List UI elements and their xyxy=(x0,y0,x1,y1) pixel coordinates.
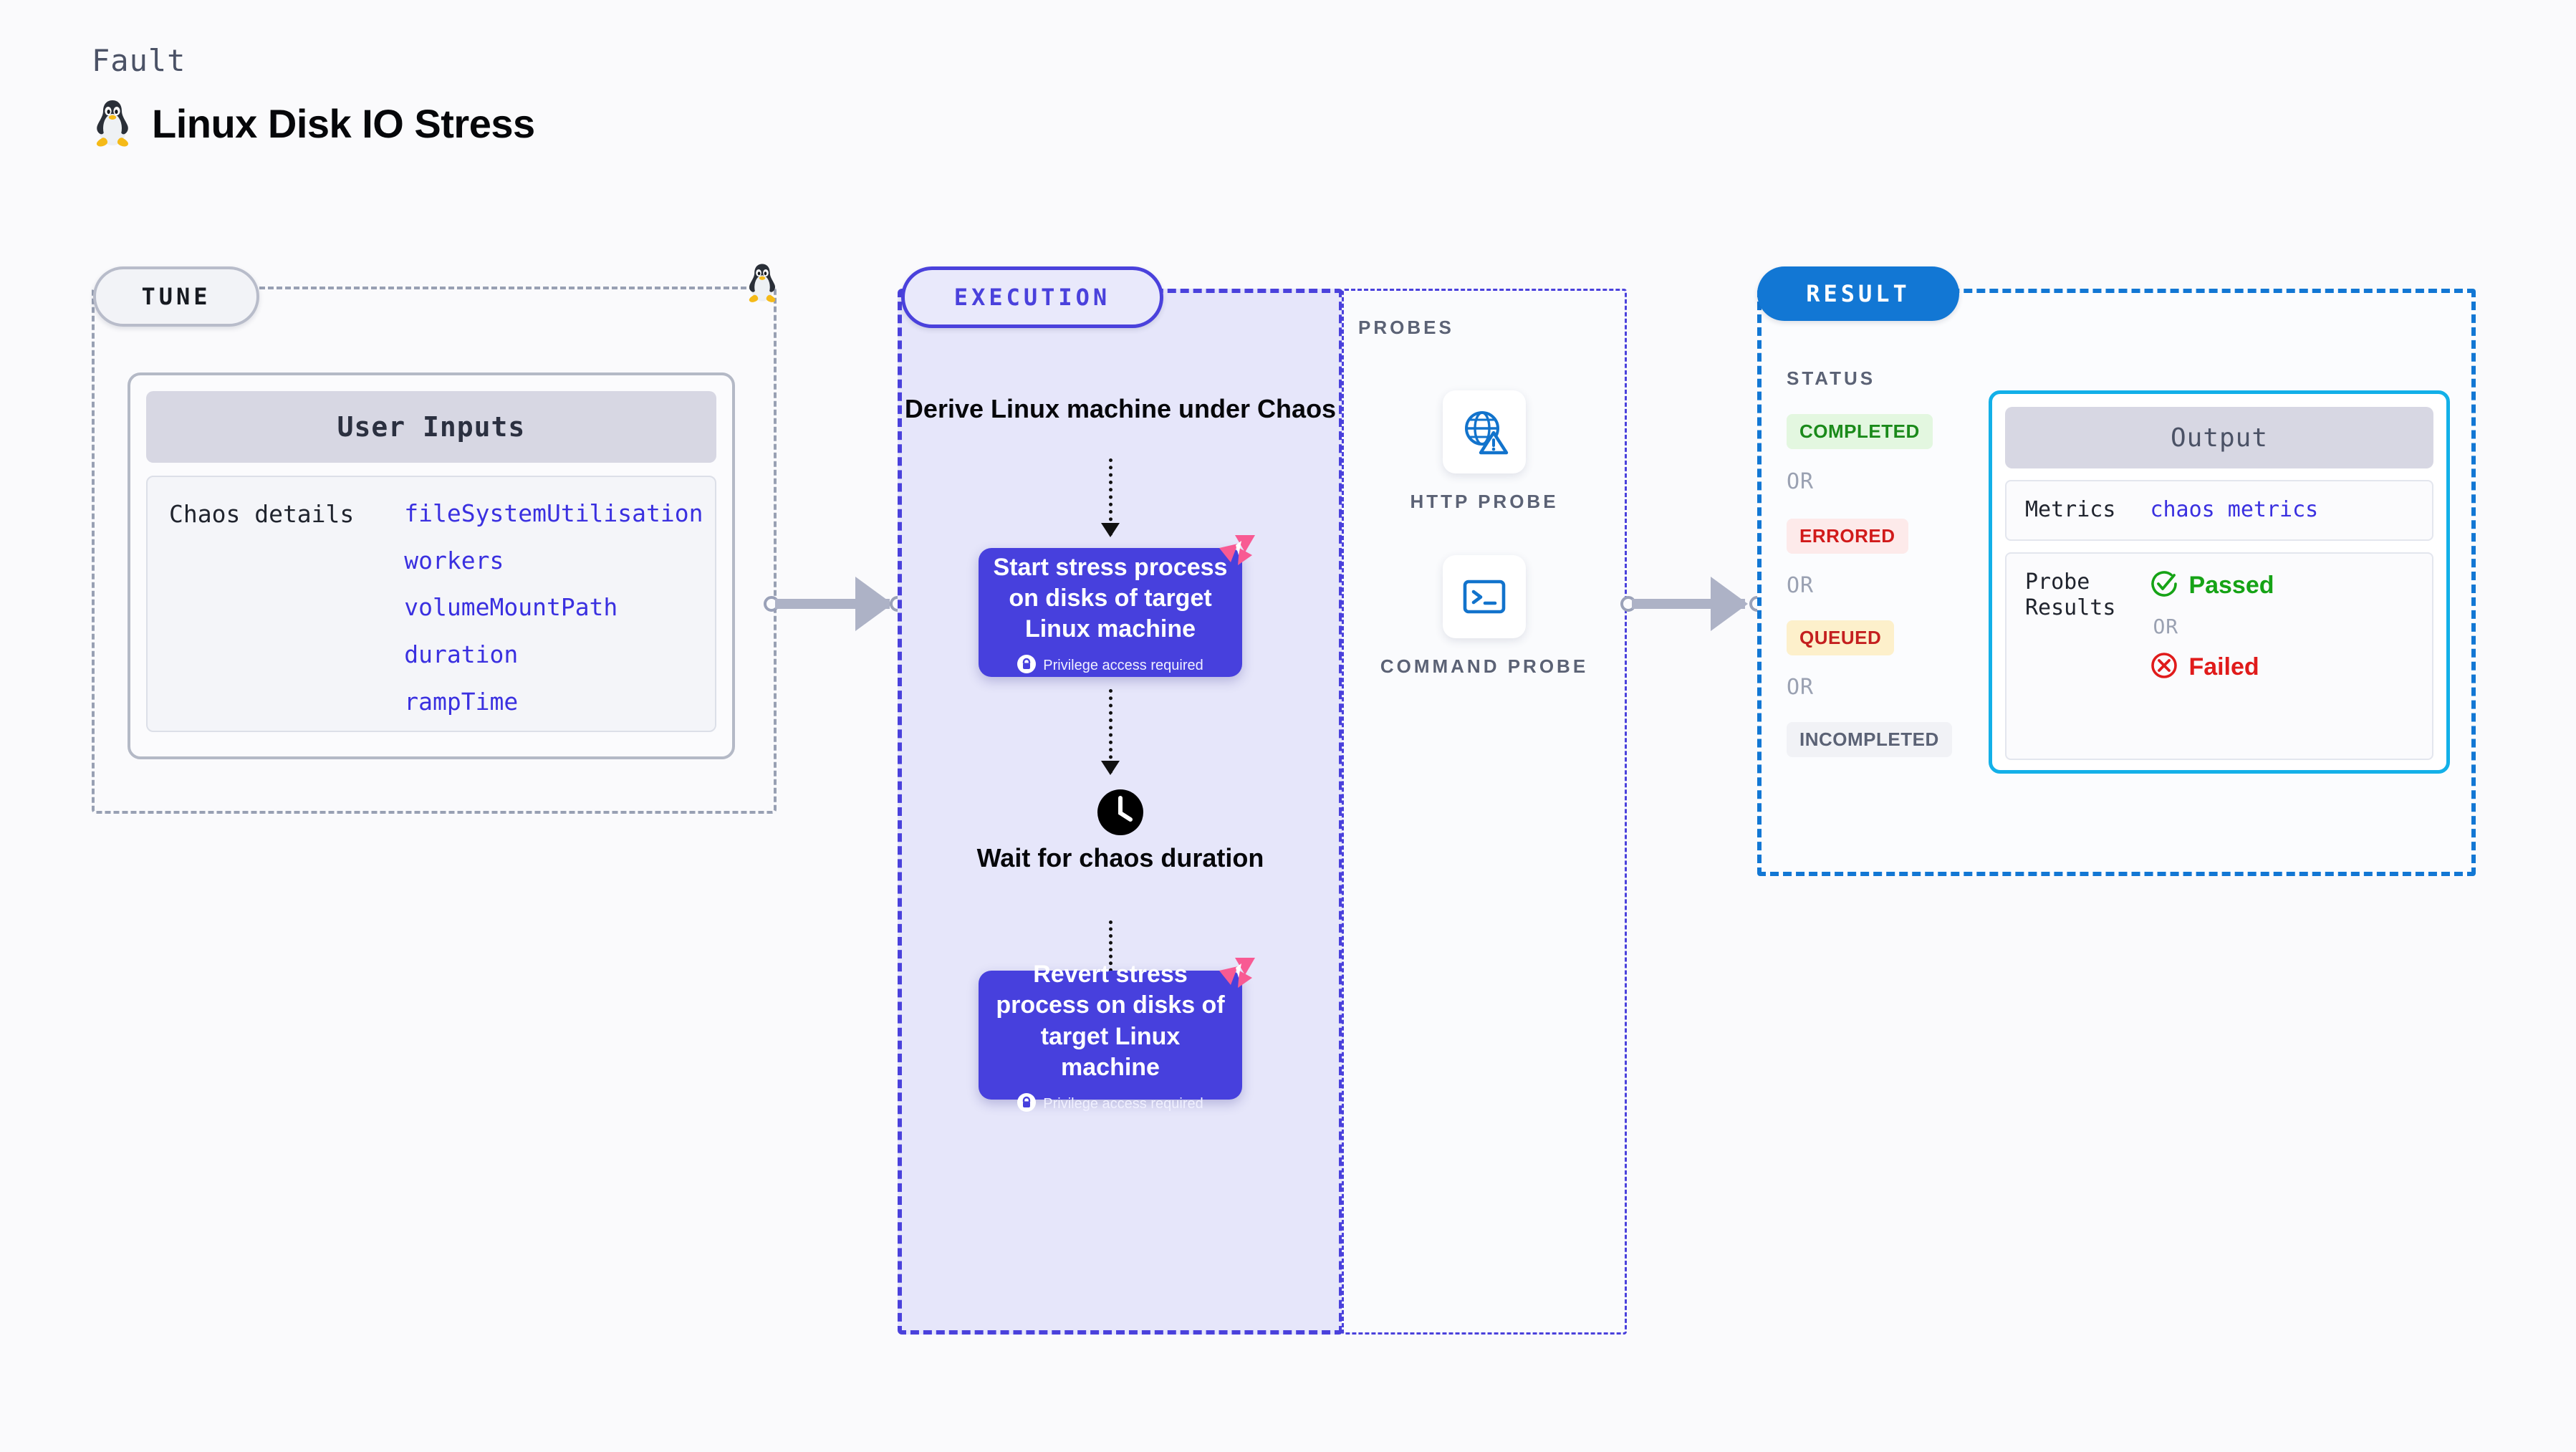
start-privilege-text: Privilege access required xyxy=(1043,658,1203,674)
litmus-logo-icon xyxy=(1213,953,1258,1001)
probe-results-key: Probe Results xyxy=(2025,569,2116,621)
chaos-param[interactable]: volumeMountPath xyxy=(404,593,618,622)
revert-stress-title: Revert stress process on disks of target… xyxy=(996,961,1225,1081)
probe-command[interactable]: COMMAND PROBE xyxy=(1342,555,1627,679)
status-or-2: OR xyxy=(1787,573,1815,598)
chaos-param[interactable]: fileSystemUtilisation xyxy=(404,499,703,527)
output-probe-results-row: Probe Results Passed OR xyxy=(2005,552,2433,760)
output-card: Output Metrics chaos metrics Probe Resul… xyxy=(1989,390,2450,774)
chaos-param[interactable]: rampTime xyxy=(404,687,519,716)
probe-command-label: COMMAND PROBE xyxy=(1380,655,1589,677)
x-circle-icon xyxy=(2150,651,2178,683)
status-label: STATUS xyxy=(1787,367,1876,389)
revert-privilege-note: Privilege access required xyxy=(1017,1092,1203,1115)
output-metrics-row: Metrics chaos metrics xyxy=(2005,480,2433,541)
tune-pill-label: TUNE xyxy=(141,283,211,310)
probe-or: OR xyxy=(2153,614,2179,638)
page-title-row: Linux Disk IO Stress xyxy=(92,98,535,148)
arrow-derive-to-start xyxy=(1101,458,1120,537)
globe-warning-icon xyxy=(1443,390,1526,473)
lock-icon xyxy=(1017,655,1037,677)
derive-step-label: Derive Linux machine under Chaos xyxy=(904,394,1337,423)
output-title: Output xyxy=(2005,407,2433,468)
status-or-1: OR xyxy=(1787,469,1815,494)
arrow-start-to-wait xyxy=(1101,689,1120,775)
status-or-3: OR xyxy=(1787,675,1815,700)
wait-step-label: Wait for chaos duration xyxy=(976,843,1264,872)
status-badge-completed: COMPLETED xyxy=(1787,414,1933,449)
page-header: Fault Linux Disk IO Stress xyxy=(92,43,535,148)
user-inputs-title: User Inputs xyxy=(146,391,716,463)
probe-result-passed: Passed xyxy=(2150,569,2274,602)
execution-pill[interactable]: EXECUTION xyxy=(901,266,1163,328)
metrics-value[interactable]: chaos metrics xyxy=(2150,497,2319,522)
chaos-details-box: Chaos details fileSystemUtilisation work… xyxy=(146,476,716,732)
linux-penguin-icon xyxy=(92,98,133,148)
terminal-icon xyxy=(1443,555,1526,638)
status-badge-queued: QUEUED xyxy=(1787,620,1895,655)
tune-zone xyxy=(92,287,777,814)
revert-privilege-text: Privilege access required xyxy=(1043,1095,1203,1112)
probe-http[interactable]: HTTP PROBE xyxy=(1342,390,1627,514)
page-title: Linux Disk IO Stress xyxy=(152,100,535,146)
chaos-param[interactable]: workers xyxy=(404,546,504,574)
wait-clock-wrap xyxy=(898,787,1343,842)
start-stress-step[interactable]: Start stress process on disks of target … xyxy=(979,535,1255,677)
status-badge-incompleted: INCOMPLETED xyxy=(1787,722,1952,757)
user-inputs-card: User Inputs Chaos details fileSystemUtil… xyxy=(128,372,735,759)
result-pill-label: RESULT xyxy=(1806,280,1911,307)
probe-http-label: HTTP PROBE xyxy=(1410,491,1559,512)
start-privilege-note: Privilege access required xyxy=(1017,655,1203,677)
chaos-param[interactable]: duration xyxy=(404,640,519,668)
failed-label: Failed xyxy=(2188,653,2259,681)
litmus-logo-icon xyxy=(1213,531,1258,579)
probe-results-values: Passed OR Failed xyxy=(2150,569,2274,743)
fault-kicker: Fault xyxy=(92,43,186,78)
metrics-key: Metrics xyxy=(2025,497,2116,522)
probes-section-label: PROBES xyxy=(1358,317,1454,338)
chaos-parameter-list: fileSystemUtilisation workers volumeMoun… xyxy=(404,499,703,713)
lock-icon xyxy=(1017,1092,1037,1115)
check-circle-icon xyxy=(2150,569,2178,602)
probe-result-failed: Failed xyxy=(2150,651,2274,683)
status-badge-errored: ERRORED xyxy=(1787,519,1908,554)
passed-label: Passed xyxy=(2188,571,2274,599)
start-stress-title: Start stress process on disks of target … xyxy=(993,553,1228,643)
tune-pill[interactable]: TUNE xyxy=(93,266,259,327)
revert-stress-step[interactable]: Revert stress process on disks of target… xyxy=(979,958,1255,1112)
execution-pill-label: EXECUTION xyxy=(953,284,1111,311)
tune-corner-penguin-icon xyxy=(745,262,779,307)
clock-icon xyxy=(1095,787,1146,842)
chaos-details-label: Chaos details xyxy=(169,500,355,528)
result-pill[interactable]: RESULT xyxy=(1757,266,1959,321)
